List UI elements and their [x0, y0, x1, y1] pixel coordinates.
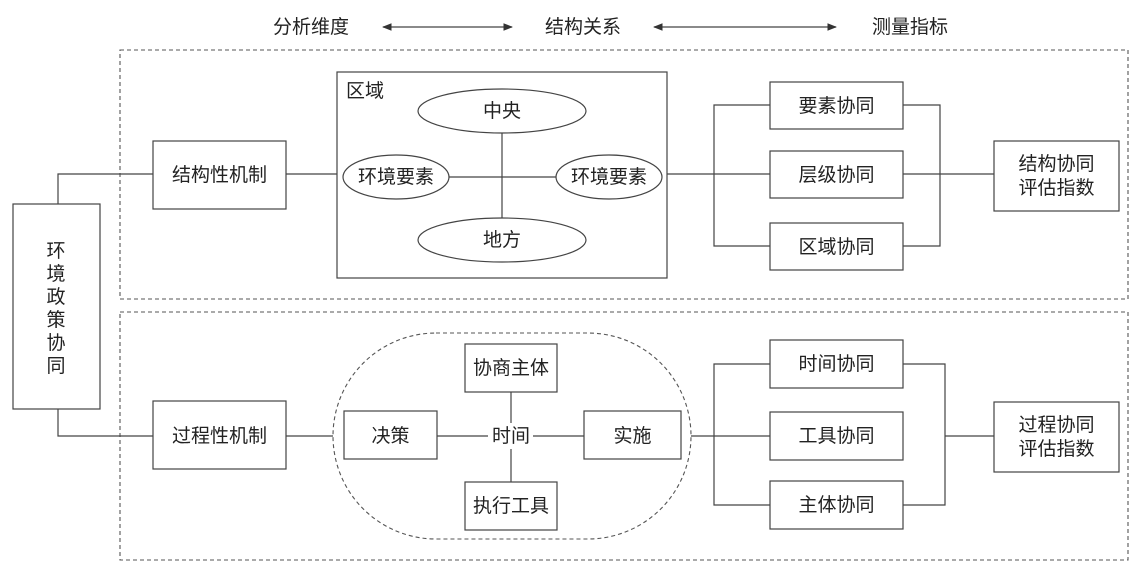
central-node: 中央: [417, 88, 587, 134]
process-mechanism-label: 过程性机制: [172, 425, 267, 447]
connector-main-process: [57, 409, 153, 437]
environment-policy-synergy-box: 环 境 政 策 协 同: [12, 203, 101, 410]
decision-box: 决策: [343, 410, 438, 460]
connector-main-structure: [57, 173, 153, 204]
env-element-right-node: 环境要素: [555, 154, 663, 200]
header-measurement-indicator: 测量指标: [872, 16, 948, 38]
main-char-2: 境: [46, 263, 65, 285]
header-structure-relation: 结构关系: [545, 16, 621, 38]
bracket-structure-right: [903, 104, 941, 247]
tool-synergy-label: 工具协同: [798, 425, 874, 447]
regional-synergy-label: 区域协同: [798, 236, 874, 258]
process-index-line2: 评估指数: [1018, 438, 1094, 460]
env-element-left-label: 环境要素: [358, 166, 434, 188]
implementation-box: 实施: [583, 410, 682, 460]
hierarchy-synergy-box: 层级协同: [769, 150, 904, 199]
structural-mechanism-label: 结构性机制: [172, 164, 267, 186]
process-index-box: 过程协同 评估指数: [993, 401, 1120, 473]
process-mechanism-box: 过程性机制: [152, 400, 287, 470]
structure-index-box: 结构协同 评估指数: [993, 140, 1120, 212]
bracket-process-right: [903, 363, 946, 506]
main-char-6: 同: [46, 355, 65, 377]
time-synergy-label: 时间协同: [798, 353, 874, 375]
time-synergy-box: 时间协同: [769, 339, 904, 389]
main-char-4: 策: [46, 309, 65, 331]
main-char-1: 环: [46, 240, 65, 262]
bracket-structure-left: [713, 104, 770, 247]
process-index-line1: 过程协同: [1018, 414, 1094, 436]
header-analysis-dimension: 分析维度: [273, 16, 349, 38]
local-label: 地方: [483, 229, 521, 251]
env-element-right-label: 环境要素: [571, 166, 647, 188]
negotiation-subject-label: 协商主体: [473, 357, 549, 379]
decision-label: 决策: [371, 425, 409, 447]
region-label: 区域: [346, 80, 384, 102]
structural-mechanism-box: 结构性机制: [152, 140, 287, 210]
execution-tools-box: 执行工具: [464, 481, 558, 531]
main-char-3: 政: [46, 286, 65, 308]
time-label: 时间: [492, 425, 530, 447]
negotiation-subject-box: 协商主体: [464, 343, 558, 393]
structure-index-line1: 结构协同: [1018, 153, 1094, 175]
env-element-left-node: 环境要素: [342, 154, 450, 200]
subject-synergy-label: 主体协同: [798, 494, 874, 516]
regional-synergy-box: 区域协同: [769, 222, 904, 271]
local-node: 地方: [417, 217, 587, 263]
structure-index-line2: 评估指数: [1018, 177, 1094, 199]
subject-synergy-box: 主体协同: [769, 480, 904, 530]
bracket-process-left: [713, 363, 770, 506]
hierarchy-synergy-label: 层级协同: [798, 164, 874, 186]
execution-tools-label: 执行工具: [473, 495, 549, 517]
main-char-5: 协: [46, 332, 65, 354]
tool-synergy-box: 工具协同: [769, 411, 904, 461]
implementation-label: 实施: [613, 425, 651, 447]
central-label: 中央: [483, 100, 521, 122]
element-synergy-box: 要素协同: [769, 81, 904, 130]
element-synergy-label: 要素协同: [798, 95, 874, 117]
